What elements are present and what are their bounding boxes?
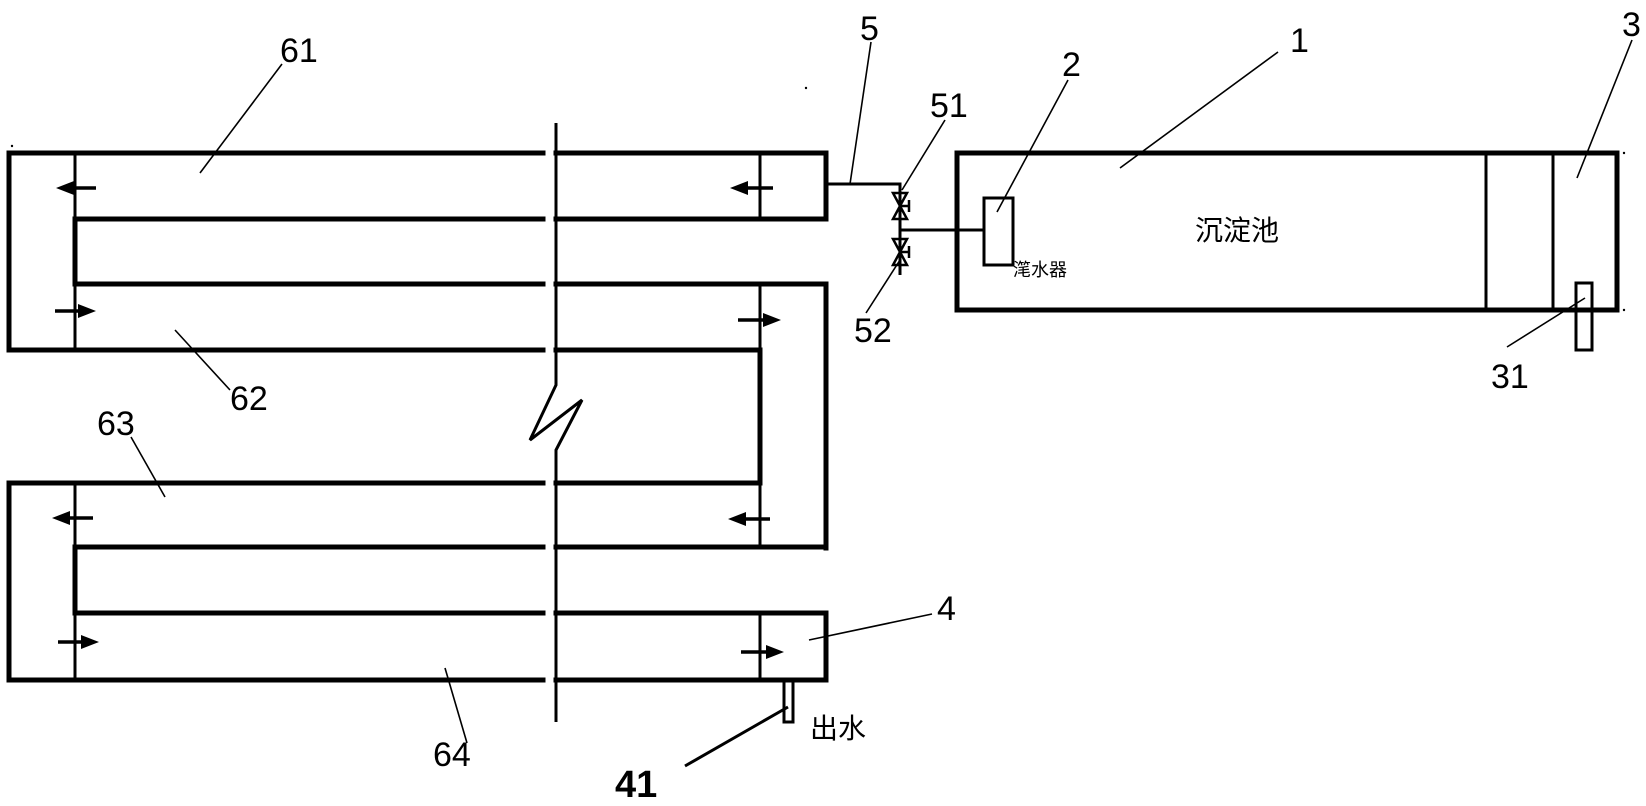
leader-4 <box>808 613 933 641</box>
valve-52-icon <box>890 237 911 267</box>
arrow-right-icon <box>55 304 96 318</box>
label-63: 63 <box>97 405 135 443</box>
outlet-pipe-41 <box>782 679 795 724</box>
sedimentation-tank: 沉淀池 滗水器 <box>954 150 1620 352</box>
lower-channel-group <box>6 480 829 724</box>
arrow-left-icon <box>56 181 96 195</box>
leader-41 <box>684 705 789 768</box>
leader-1 <box>1119 51 1279 169</box>
leader-2 <box>996 79 1069 213</box>
label-31: 31 <box>1491 358 1529 396</box>
label-62: 62 <box>230 380 268 418</box>
leader-31 <box>1506 297 1586 348</box>
label-61: 61 <box>280 32 318 70</box>
scan-dot <box>1622 308 1626 312</box>
arrow-left-icon <box>728 512 770 526</box>
leader-5 <box>849 41 872 185</box>
leader-lines <box>130 39 1633 768</box>
label-4: 4 <box>937 590 956 628</box>
break-symbol <box>528 123 584 722</box>
outlet-text: 出水 <box>810 712 866 745</box>
upper-channel-group <box>6 150 829 551</box>
decanter-box <box>982 196 1015 267</box>
leader-51 <box>901 119 946 191</box>
valve-51-icon <box>890 191 911 221</box>
label-64: 64 <box>433 736 471 774</box>
leader-63 <box>130 436 166 498</box>
arrow-right-icon <box>738 313 781 327</box>
number-labels: 61 62 63 64 5 51 52 2 1 3 31 4 41 出水 <box>97 6 1641 806</box>
leader-62 <box>174 329 231 391</box>
arrow-right-icon <box>741 645 784 659</box>
label-52: 52 <box>854 312 892 350</box>
flow-arrows <box>52 181 784 659</box>
leader-61 <box>199 63 283 174</box>
leader-52 <box>865 259 901 314</box>
arrow-left-icon <box>730 181 773 195</box>
tank-name-text: 沉淀池 <box>1195 214 1279 247</box>
leader-3 <box>1576 39 1633 179</box>
label-1: 1 <box>1290 22 1309 60</box>
decanter-name-text: 滗水器 <box>1013 260 1067 281</box>
pipe-and-valves <box>826 182 984 275</box>
scan-dot <box>10 144 14 148</box>
label-41: 41 <box>615 764 657 806</box>
outlet-31-box <box>1574 281 1594 352</box>
label-5: 5 <box>860 10 879 48</box>
tank-outline <box>954 150 1620 313</box>
label-51: 51 <box>930 87 968 125</box>
label-2: 2 <box>1062 46 1081 84</box>
arrow-right-icon <box>58 635 99 649</box>
label-3: 3 <box>1622 6 1641 44</box>
break-line <box>528 123 584 722</box>
arrow-left-icon <box>52 511 93 525</box>
scan-dot <box>804 86 808 90</box>
leader-64 <box>444 667 468 744</box>
pipe-5 <box>826 182 902 275</box>
scan-dot <box>1622 151 1626 155</box>
